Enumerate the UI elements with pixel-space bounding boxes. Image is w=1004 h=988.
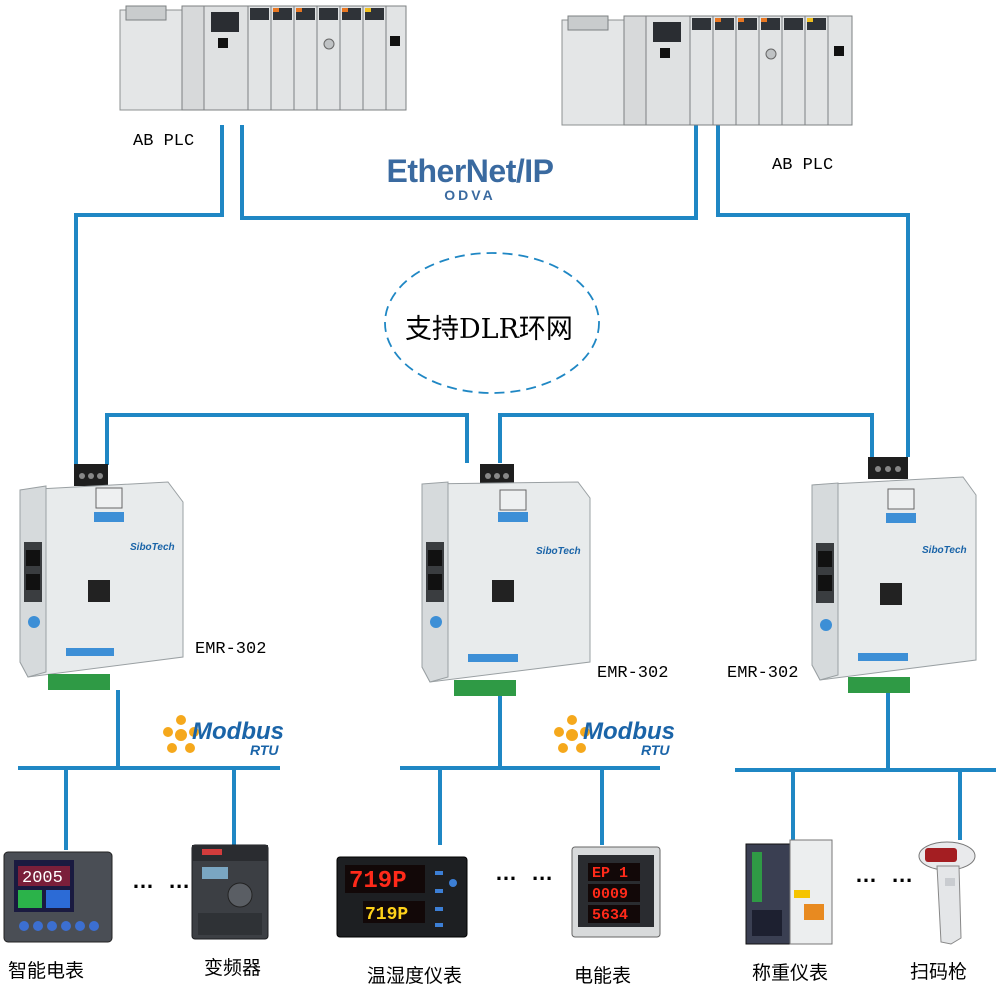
temp-display-1: 719P — [349, 868, 407, 895]
device-label-weighing: 称重仪表 — [752, 962, 829, 984]
plc-left — [118, 2, 408, 115]
device-label-scanner: 扫码枪 — [910, 961, 968, 983]
gateway-3: SiboTech — [808, 455, 980, 700]
energy-display-1: EP 1 — [592, 865, 628, 882]
modbus-logo-1-text: Modbus — [192, 718, 284, 745]
wire-gw2-gw3 — [498, 413, 874, 463]
modbus-logo-2-text: Modbus — [583, 718, 675, 745]
gateway-1-label: EMR-302 — [195, 640, 267, 659]
device-label-smart-meter: 智能电表 — [8, 960, 85, 982]
modbus-logo-1-rtu: RTU — [250, 742, 279, 758]
smart-meter-device: 2005 — [2, 850, 114, 945]
gateway-2: SiboTech — [418, 462, 593, 702]
dlr-ring — [384, 252, 600, 394]
inverter-device — [190, 843, 270, 941]
gateway-2-label: EMR-302 — [597, 664, 669, 683]
ethernetip-logo: EtherNet/IP ODVA — [385, 154, 555, 204]
energy-meter-device: EP 1 0009 5634 — [570, 845, 662, 940]
gateway-3-brand: SiboTech — [922, 545, 967, 556]
gateway-1-brand: SiboTech — [130, 542, 175, 553]
modbus-logo-1: Modbus RTU — [162, 712, 297, 758]
energy-display-3: 5634 — [592, 907, 628, 924]
temp-display-2: 719P — [365, 905, 408, 925]
wire-plc1-gateway1 — [74, 125, 224, 465]
device-label-energy-meter: 电能表 — [574, 965, 632, 987]
ellipsis-1: … … — [132, 868, 195, 893]
modbus-logo-2-rtu: RTU — [641, 742, 670, 758]
barcode-scanner-device — [915, 838, 979, 948]
plc-left-label: AB PLC — [133, 132, 195, 151]
dlr-label: 支持DLR环网 — [405, 314, 573, 345]
modbus-molecule-icon — [554, 715, 590, 753]
device-label-inverter: 变频器 — [204, 957, 262, 979]
gateway-2-brand: SiboTech — [536, 546, 581, 557]
plc-right — [560, 12, 855, 130]
gateway-3-label: EMR-302 — [727, 664, 799, 683]
odva-text: ODVA — [444, 187, 496, 203]
energy-display-2: 0009 — [592, 886, 628, 903]
smart-meter-reading: 2005 — [22, 869, 63, 888]
temp-humidity-device: 719P 719P — [335, 855, 470, 940]
plc-right-label: AB PLC — [772, 156, 834, 175]
weighing-device — [744, 838, 834, 948]
wire-plc2-gateway3 — [716, 125, 910, 457]
modbus-logo-2: Modbus RTU — [553, 712, 688, 758]
wire-gw1-gw2 — [105, 413, 469, 465]
gateway-1: SiboTech — [18, 462, 188, 697]
wire-plc1-plc2 — [240, 125, 698, 220]
modbus-molecule-icon — [163, 715, 199, 753]
device-label-temp-humidity: 温湿度仪表 — [367, 965, 463, 987]
ethernetip-logo-text: EtherNet/IP — [386, 153, 554, 189]
ellipsis-3: … … — [855, 862, 918, 887]
ellipsis-2: … … — [495, 860, 558, 885]
